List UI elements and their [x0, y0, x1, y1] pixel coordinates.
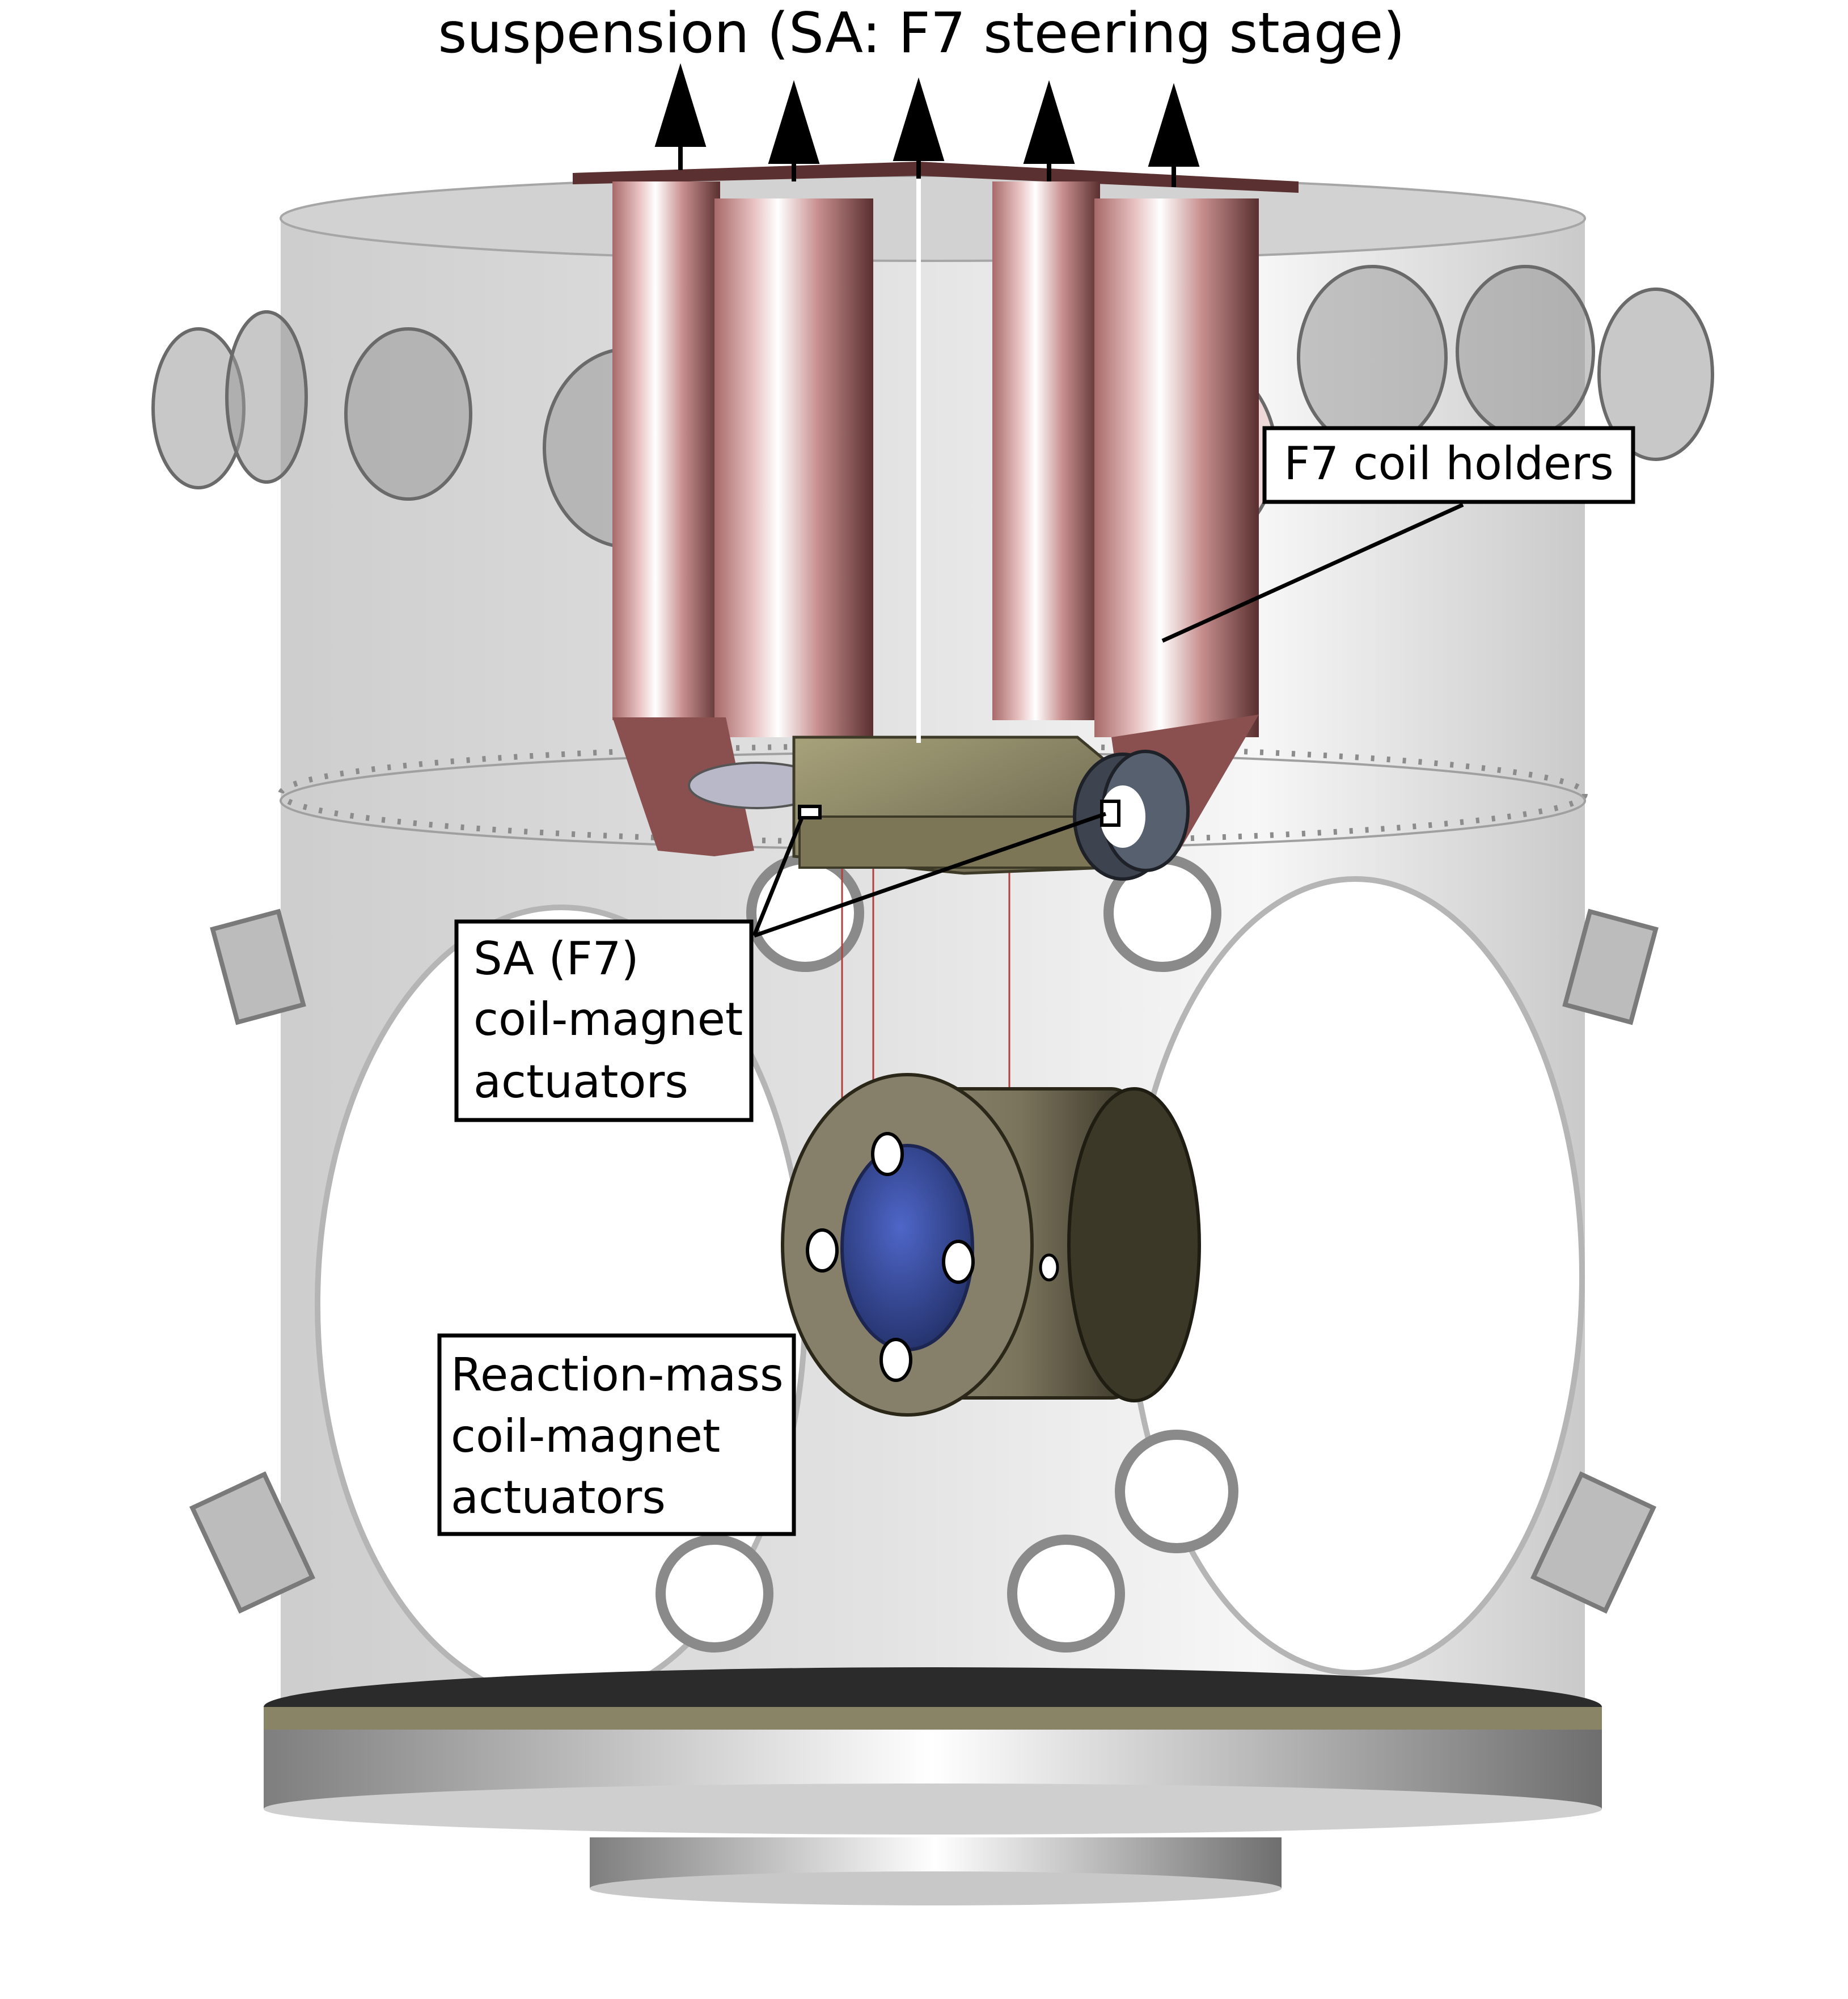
reaction-mass: [781, 1073, 1201, 1417]
side-stub-ports: [189, 908, 1659, 1614]
steering-stage: [792, 736, 1118, 875]
rm-magnet-right: [942, 1240, 975, 1284]
diagram-title: suspension (SA: F7 steering stage): [438, 1, 1405, 66]
rm-magnet-bottom: [879, 1338, 912, 1382]
rm-magnet-top: [871, 1132, 904, 1176]
label-sa-actuators-line2: coil-magnet: [473, 993, 743, 1046]
f7-coil-holder-cylinders: [612, 181, 1259, 856]
label-rm-actuators-line3: actuators: [451, 1471, 666, 1524]
label-sa-actuators-line1: SA (F7): [473, 932, 639, 985]
vessel-flange-seam: [278, 743, 1588, 845]
sa-actuator-marker-left: [798, 805, 822, 819]
suspension-wires: [841, 868, 1010, 1106]
label-f7-coil-holders-text: F7 coil holders: [1284, 437, 1614, 490]
label-rm-actuators-line1: Reaction-mass: [451, 1349, 784, 1401]
label-f7-coil-holders: F7 coil holders: [1262, 426, 1635, 504]
label-reaction-mass-actuators: Reaction-mass coil-magnet actuators: [437, 1333, 796, 1536]
suspension-arrows: [654, 63, 1200, 187]
leader-lines: [752, 502, 1464, 938]
label-rm-actuators-line2: coil-magnet: [451, 1410, 720, 1463]
lower-small-ports: [656, 854, 1238, 1653]
label-sa-actuators-line3: actuators: [473, 1055, 688, 1108]
rm-magnet-left: [806, 1228, 839, 1273]
label-sa-actuators: SA (F7) coil-magnet actuators: [454, 919, 754, 1122]
sa-coil-ring: [1073, 750, 1190, 881]
base-ring: [264, 1667, 1602, 1905]
top-plate: [573, 162, 1299, 193]
